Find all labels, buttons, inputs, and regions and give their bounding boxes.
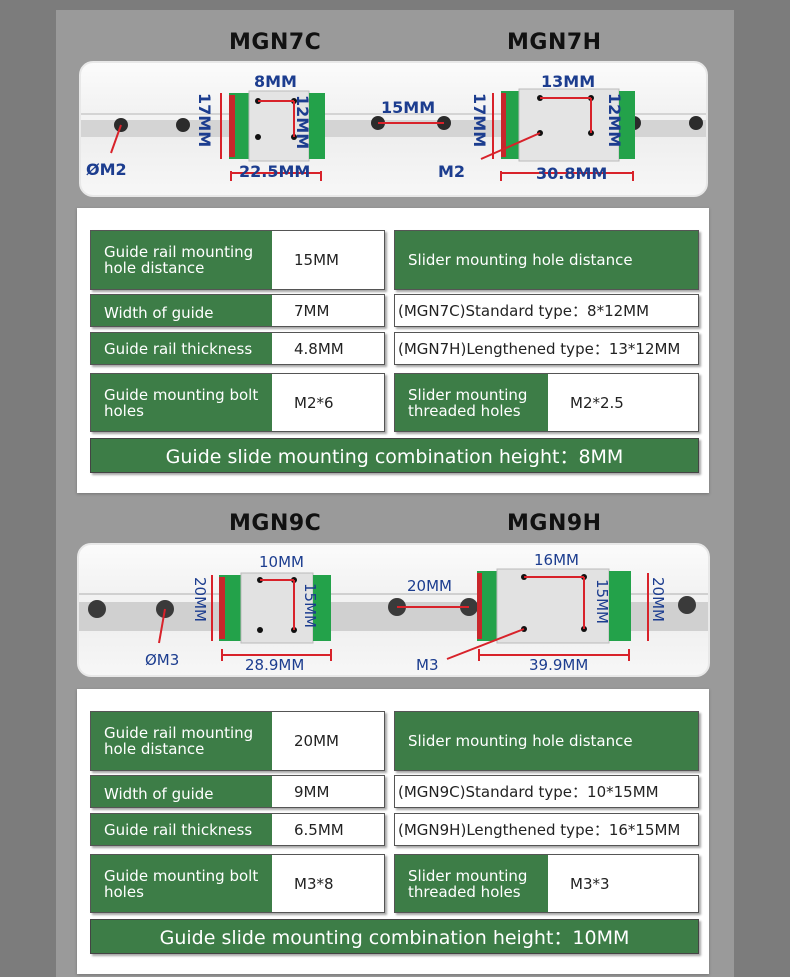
bolt-holes-label: Guide mounting bolt holes xyxy=(91,855,272,912)
bolt-holes-row: Guide mounting bolt holes M3*8 xyxy=(90,854,385,913)
left-block-height-label: 15MM xyxy=(301,583,319,628)
rail-hole xyxy=(678,596,696,614)
slider-hole-distance-label: Slider mounting hole distance xyxy=(395,231,698,289)
threaded-holes-row: Slider mounting threaded holes M3*3 xyxy=(394,854,699,913)
bolt-holes-value: M3*8 xyxy=(272,855,384,912)
combination-height-banner: Guide slide mounting combination height：… xyxy=(90,438,699,473)
lengthened-type-row: (MGN9H)Lengthened type：16*15MM xyxy=(394,813,699,846)
combination-height-banner: Guide slide mounting combination height：… xyxy=(90,919,699,954)
threaded-holes-value: M3*3 xyxy=(548,855,698,912)
rail-highlight xyxy=(79,595,708,602)
spec-card: Guide rail mounting hole distance 20MM S… xyxy=(77,689,709,974)
slider-end-cap xyxy=(313,575,331,641)
slider-hole xyxy=(257,627,263,633)
model-title-right: MGN9H xyxy=(507,511,602,536)
left-height-label: 20MM xyxy=(191,577,209,622)
guide-width-value: 7MM xyxy=(272,295,384,326)
slider-seal xyxy=(501,93,506,157)
rail-thickness-label: Guide rail thickness xyxy=(91,814,272,845)
rail-thickness-label: Guide rail thickness xyxy=(91,333,272,364)
right-length-label: 39.9MM xyxy=(529,656,588,674)
right-width-label: 16MM xyxy=(534,551,579,569)
dimension-lines xyxy=(110,93,634,181)
left-hole-label: ØM3 xyxy=(145,651,179,669)
slider-end-cap xyxy=(619,91,635,159)
rail-hole-distance-value: 20MM xyxy=(272,712,384,770)
hole-spacing-label: 15MM xyxy=(381,98,435,117)
left-width-label: 8MM xyxy=(254,72,297,91)
rail-hole-distance-label: Guide rail mounting hole distance xyxy=(91,231,272,289)
product-photo: 10MM 20MM 15MM 28.9MM ØM3 20MM 16MM 15MM… xyxy=(77,543,710,677)
left-length-label: 28.9MM xyxy=(245,656,304,674)
slider-seal xyxy=(229,95,235,157)
model-title-left: MGN7C xyxy=(229,30,322,55)
right-height-label: 20MM xyxy=(649,577,667,622)
slider-hole-distance-row: Slider mounting hole distance xyxy=(394,230,699,290)
rail-thickness-row: Guide rail thickness 4.8MM xyxy=(90,332,385,365)
guide-width-label: Width of guide xyxy=(91,295,272,326)
standard-type-row: (MGN9C)Standard type：10*15MM xyxy=(394,775,699,808)
right-thread-label: M2 xyxy=(438,162,465,181)
slider-hole-distance-label: Slider mounting hole distance xyxy=(395,712,698,770)
right-thread-label: M3 xyxy=(416,656,439,674)
hole-spacing-label: 20MM xyxy=(407,577,452,595)
rail-hole xyxy=(689,116,703,130)
bolt-holes-label: Guide mounting bolt holes xyxy=(91,374,272,431)
model-title-left: MGN9C xyxy=(229,511,322,536)
left-block-height-label: 12MM xyxy=(293,95,312,149)
slider-hole xyxy=(255,134,261,140)
dimension-diagram: 8MM 17MM 12MM 22.5MM ØM2 15MM 13MM 17MM … xyxy=(81,72,706,183)
rail-hole xyxy=(88,600,106,618)
left-height-label: 17MM xyxy=(195,93,214,147)
rail-hole xyxy=(176,118,190,132)
left-hole-label: ØM2 xyxy=(86,160,127,179)
rail-hole-distance-row: Guide rail mounting hole distance 15MM xyxy=(90,230,385,290)
slider-block xyxy=(496,568,610,644)
rail-highlight xyxy=(81,115,706,120)
guide-width-row: Width of guide 9MM xyxy=(90,775,385,808)
threaded-holes-row: Slider mounting threaded holes M2*2.5 xyxy=(394,373,699,432)
standard-type-row: (MGN7C)Standard type：8*12MM xyxy=(394,294,699,327)
guide-width-row: Width of guide 7MM xyxy=(90,294,385,327)
product-photo: 8MM 17MM 12MM 22.5MM ØM2 15MM 13MM 17MM … xyxy=(79,61,708,197)
left-width-label: 10MM xyxy=(259,553,304,571)
bolt-holes-value: M2*6 xyxy=(272,374,384,431)
rail-thickness-value: 4.8MM xyxy=(272,333,384,364)
slider-end-cap xyxy=(309,93,325,159)
rail-hole-distance-label: Guide rail mounting hole distance xyxy=(91,712,272,770)
slider-hole-distance-row: Slider mounting hole distance xyxy=(394,711,699,771)
bolt-holes-row: Guide mounting bolt holes M2*6 xyxy=(90,373,385,432)
slider-end-cap xyxy=(609,571,631,641)
right-length-label: 30.8MM xyxy=(536,164,607,183)
guide-width-value: 9MM xyxy=(272,776,384,807)
slider-block xyxy=(240,572,314,644)
slider-seal xyxy=(219,577,225,639)
dimension-lines xyxy=(158,573,649,661)
slider-seal xyxy=(477,573,482,639)
threaded-holes-label: Slider mounting threaded holes xyxy=(395,374,548,431)
dimension-diagram: 10MM 20MM 15MM 28.9MM ØM3 20MM 16MM 15MM… xyxy=(79,551,708,674)
rail-hole-distance-value: 15MM xyxy=(272,231,384,289)
right-width-label: 13MM xyxy=(541,72,595,91)
rail-thickness-row: Guide rail thickness 6.5MM xyxy=(90,813,385,846)
slider-block xyxy=(518,88,620,162)
right-height-label: 17MM xyxy=(470,93,489,147)
rail-hole-distance-row: Guide rail mounting hole distance 20MM xyxy=(90,711,385,771)
model-title-right: MGN7H xyxy=(507,30,602,55)
lengthened-type-row: (MGN7H)Lengthened type：13*12MM xyxy=(394,332,699,365)
right-block-height-label: 15MM xyxy=(593,579,611,624)
rail-thickness-value: 6.5MM xyxy=(272,814,384,845)
threaded-holes-label: Slider mounting threaded holes xyxy=(395,855,548,912)
spec-card: Guide rail mounting hole distance 15MM S… xyxy=(77,208,709,493)
left-length-label: 22.5MM xyxy=(239,162,310,181)
threaded-holes-value: M2*2.5 xyxy=(548,374,698,431)
right-block-height-label: 12MM xyxy=(605,93,624,147)
guide-width-label: Width of guide xyxy=(91,776,272,807)
